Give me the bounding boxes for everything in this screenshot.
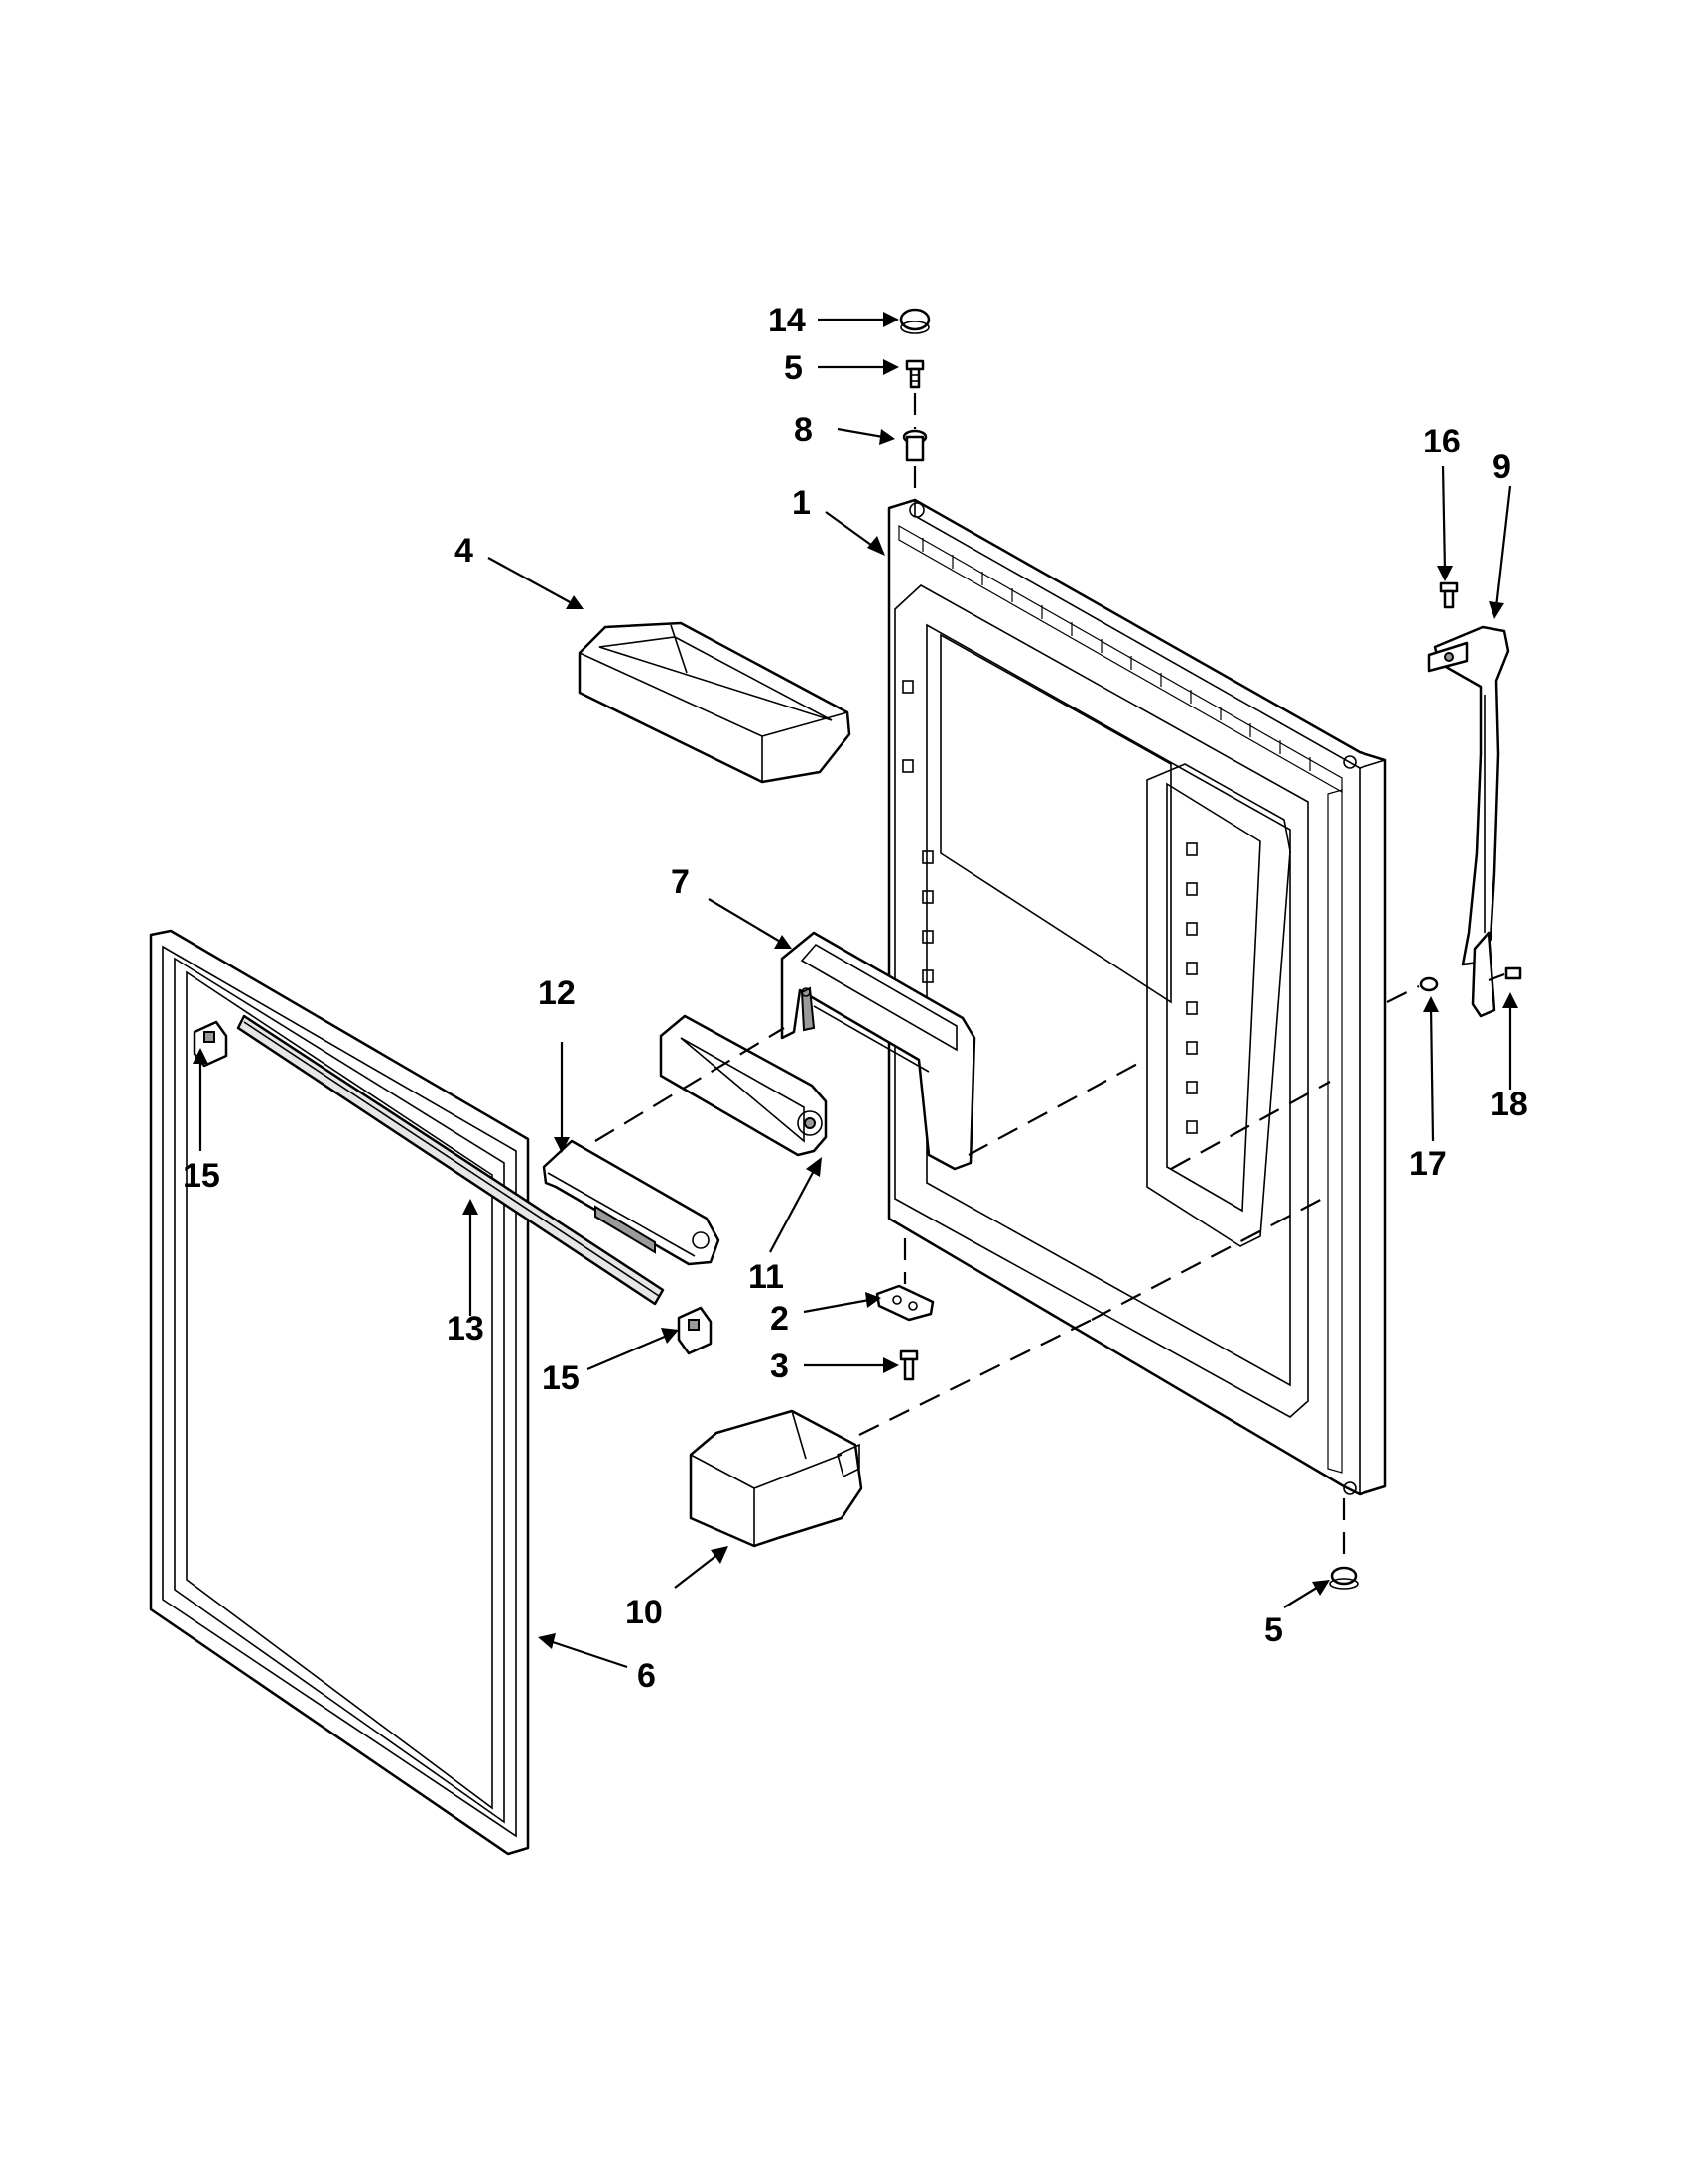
hinge-pin-8 bbox=[902, 429, 928, 462]
callout-5-top: 5 bbox=[784, 349, 803, 387]
callout-labels: 14 5 8 1 4 16 9 7 12 15 13 11 2 3 15 17 … bbox=[183, 302, 1528, 1695]
callout-7: 7 bbox=[671, 863, 690, 901]
hinge-plate-2 bbox=[875, 1284, 935, 1322]
callout-6: 6 bbox=[637, 1657, 656, 1695]
hinge-cap-14 bbox=[899, 308, 931, 334]
hinge-pin-5-bottom bbox=[1329, 1566, 1359, 1590]
shelf-bracket bbox=[659, 1014, 828, 1157]
callout-10: 10 bbox=[625, 1594, 663, 1631]
refrigerator-door bbox=[887, 498, 1387, 1496]
callout-12: 12 bbox=[538, 974, 576, 1012]
callout-2: 2 bbox=[770, 1300, 789, 1338]
callout-13: 13 bbox=[447, 1310, 484, 1348]
callout-5-bottom: 5 bbox=[1264, 1611, 1283, 1649]
assembly-lines bbox=[594, 393, 1505, 1558]
callout-3: 3 bbox=[770, 1348, 789, 1385]
callout-14: 14 bbox=[768, 302, 806, 339]
callout-1: 1 bbox=[792, 484, 811, 522]
callout-8: 8 bbox=[794, 411, 813, 449]
door-bin-lower bbox=[689, 1409, 863, 1548]
handle-screw-16 bbox=[1439, 581, 1459, 609]
callout-4: 4 bbox=[454, 532, 473, 570]
callout-9: 9 bbox=[1492, 449, 1511, 486]
door-handle bbox=[1427, 625, 1510, 1018]
shelf-cover bbox=[542, 1139, 720, 1266]
shelf-holder bbox=[780, 931, 976, 1171]
top-seal-hatching bbox=[922, 538, 1311, 771]
door-gasket bbox=[149, 929, 530, 1856]
end-cap-lower bbox=[677, 1306, 713, 1355]
callout-16: 16 bbox=[1423, 423, 1461, 460]
callout-15-lower: 15 bbox=[542, 1359, 580, 1397]
handle-screw-17 bbox=[1419, 976, 1439, 992]
trim-strip bbox=[236, 1014, 665, 1306]
hinge-screw-3 bbox=[899, 1349, 919, 1381]
callout-15-upper: 15 bbox=[183, 1157, 220, 1195]
callout-18: 18 bbox=[1491, 1086, 1528, 1123]
door-bin-upper bbox=[578, 621, 851, 784]
callout-17: 17 bbox=[1409, 1145, 1447, 1183]
hinge-screw-5-top bbox=[905, 359, 925, 389]
callout-11: 11 bbox=[748, 1258, 784, 1296]
leader-arrows bbox=[193, 312, 1518, 1669]
handle-screw-18 bbox=[1504, 966, 1522, 980]
